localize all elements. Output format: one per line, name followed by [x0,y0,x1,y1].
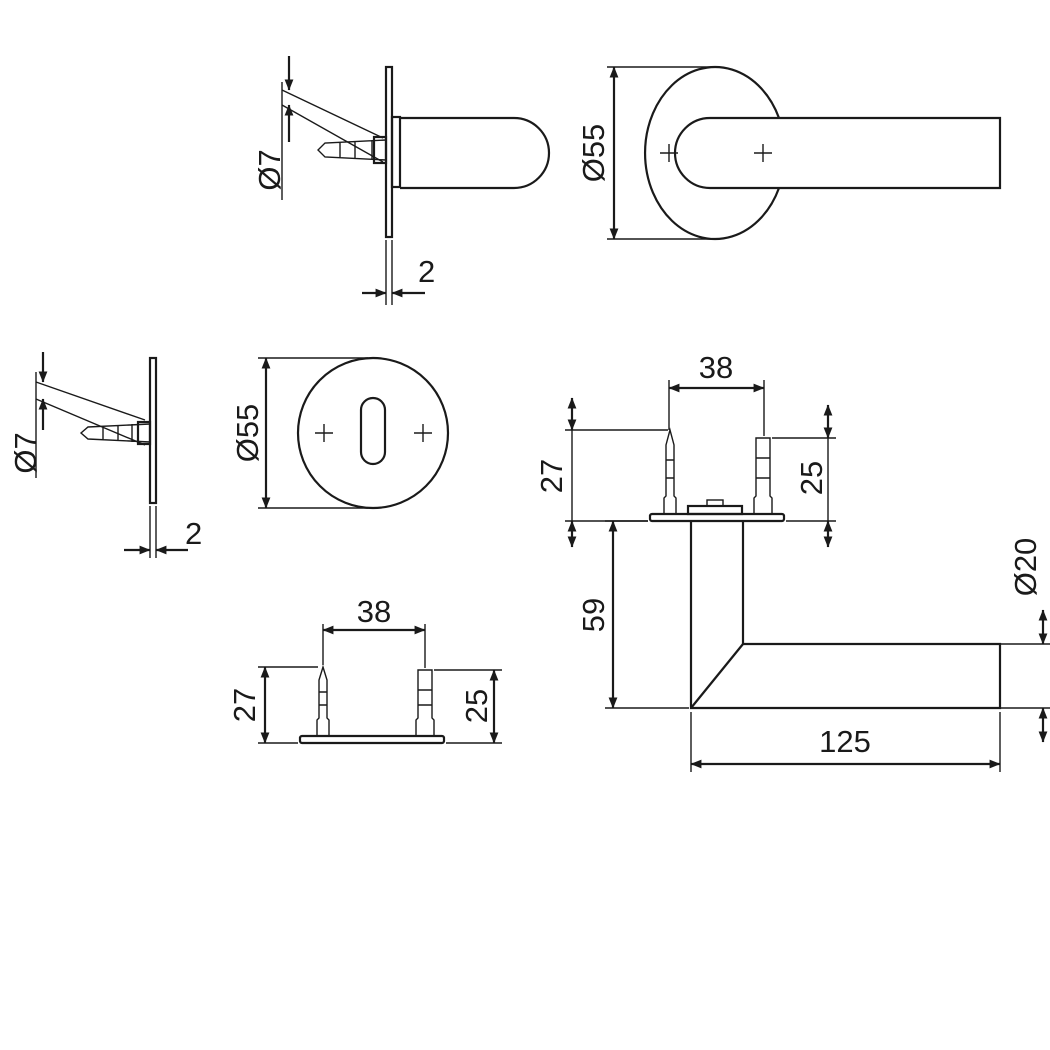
lever-projection-label: 59 [576,598,611,632]
escutcheon-pin [79,423,151,443]
lever-handle-body [689,521,1002,710]
rose-handle-neck [400,116,551,190]
base-long-pin [316,664,330,736]
escutcheon-front-view: Ø55 [230,356,450,510]
escutcheon-screw-mark-right [414,424,432,442]
rose-thickness-label: 2 [418,254,435,289]
base-plate [298,734,446,745]
keyhole-slot [359,396,387,466]
base-plate-view: 38 27 25 [227,594,502,745]
side-pin-spacing-label: 38 [699,350,733,385]
side-short-pin-height-label: 25 [794,461,829,495]
escutcheon-thickness-label: 2 [185,516,202,551]
rose-pin-diameter-label: Ø7 [252,149,287,190]
rose-spacer [390,115,402,189]
lever-short-pin [753,437,773,514]
rose-diameter-label: Ø55 [576,124,611,183]
base-short-pin-height-label: 25 [459,689,494,723]
base-long-pin-height-label: 27 [227,688,262,722]
escutcheon-pin-nut [136,420,152,446]
lever-spindle-boss [706,499,724,507]
escutcheon-pin-diameter-label: Ø7 [8,432,43,473]
escutcheon-side-view: Ø7 2 [8,352,202,558]
lever-side-view: 38 27 25 59 Ø20 125 [534,350,1050,772]
rose-side-view: Ø7 2 [252,56,551,305]
escutcheon-disc [296,356,450,510]
base-pin-spacing-label: 38 [357,594,391,629]
escutcheon-diameter-label: Ø55 [230,404,265,463]
side-long-pin-height-label: 27 [534,459,569,493]
rose-pin [317,139,387,161]
lever-length-label: 125 [819,724,871,759]
rose-screw-mark-right [754,144,772,162]
rose-front-view: Ø55 [576,65,1002,241]
lever-rose-cap [686,504,744,516]
lever-bend-line [690,643,744,709]
escutcheon-screw-mark-left [315,424,333,442]
rose-disc [644,65,781,241]
lever-front-outline [673,116,1002,190]
lever-long-pin [663,427,677,514]
base-short-pin [415,669,435,736]
lever-bar-diameter-label: Ø20 [1008,538,1043,597]
rose-screw-mark-left [660,144,678,162]
